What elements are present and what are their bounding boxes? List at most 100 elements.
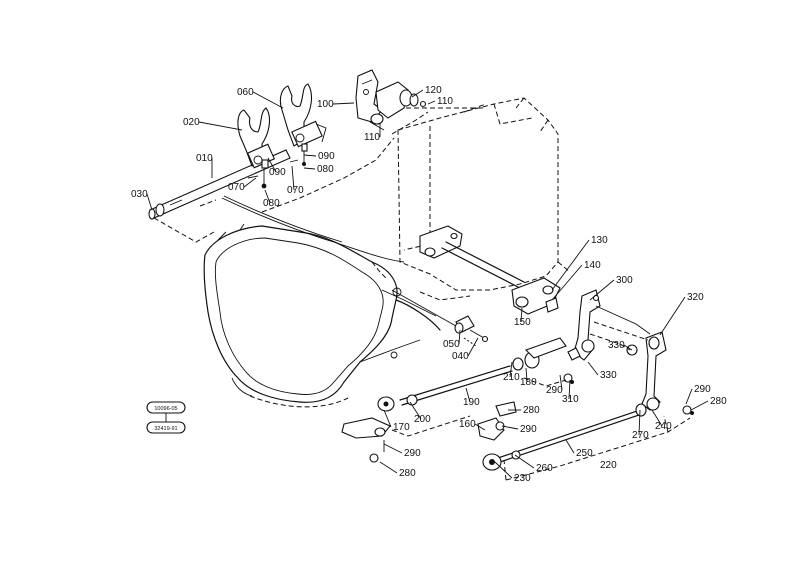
rod-ends [341,394,521,471]
part-label-p080b: 080 [317,164,334,175]
leader-p140 [551,264,583,301]
part-label-p100: 100 [317,99,334,110]
part-label-p160: 160 [459,419,476,430]
leader-p110a [427,100,436,105]
leader-p280c [379,461,398,474]
part-label-p040: 040 [452,351,469,362]
leader-p070b [291,165,295,191]
part-label-p210: 210 [503,372,520,383]
leader-p040 [467,337,479,357]
leader-p050 [458,329,461,345]
leader-p120 [411,89,424,98]
part-label-p020: 020 [183,117,200,128]
leader-p030 [146,193,153,211]
part-label-p280c: 280 [399,468,416,479]
part-label-p280b: 280 [710,396,727,407]
part-label-p290d: 290 [404,448,421,459]
part-label-p050: 050 [443,339,460,350]
part-label-p290b: 290 [520,424,537,435]
part-label-p180: 180 [520,377,537,388]
leader-p080a [264,189,271,204]
leader-p260 [514,454,535,469]
leader-p290a [559,374,563,391]
part-label-p090a: 090 [269,167,286,178]
part-label-p070a: 070 [228,182,245,193]
part-label-p290c: 290 [694,384,711,395]
leader-p280b [690,400,709,411]
part-label-p280a: 280 [523,405,540,416]
leader-p290c [685,388,693,405]
leader-p290d [383,443,403,454]
leader-p330b [587,361,599,376]
leader-p130 [551,239,590,291]
part-label-p240: 240 [655,421,672,432]
leader-p240 [651,409,663,427]
part-label-p080a: 080 [263,198,280,209]
part-label-p140: 140 [584,260,601,271]
part-label-p030: 030 [131,189,148,200]
part-label-p320: 320 [687,292,704,303]
leader-p080b [303,167,316,170]
badge-1-text: 10096-05 [154,406,177,412]
part-label-p230: 230 [514,473,531,484]
shift-rod-assembly [148,83,327,220]
leader-p020 [198,121,243,131]
part-label-p200: 200 [414,414,431,425]
leader-p320 [659,296,686,336]
part-label-p130: 130 [591,235,608,246]
part-label-p090b: 090 [318,151,335,162]
part-label-p110a: 110 [437,96,453,107]
lower-rod-250 [497,403,694,463]
leader-p210 [509,361,513,378]
part-label-p070b: 070 [287,185,304,196]
shift-lever-bracket [355,69,427,131]
part-label-p120: 120 [425,85,442,96]
leader-p170 [383,409,392,428]
leader-p180 [525,367,528,383]
part-label-p010: 010 [196,153,213,164]
assembly-groupings [153,107,691,481]
pin-and-spring-set [247,143,308,189]
linkage-plates [391,225,561,343]
leader-p310 [568,379,571,400]
reference-badges: 10096-05 32419-91 [146,401,186,434]
part-label-p060: 060 [237,87,254,98]
leader-p200 [409,401,422,420]
leader-p150 [520,307,523,323]
leader-lines [146,89,709,479]
part-label-p170: 170 [393,422,410,433]
part-label-p300: 300 [616,275,633,286]
leader-p290b [501,425,519,430]
badge-2-text: 32419-91 [154,426,177,432]
part-label-p330b: 330 [600,370,617,381]
badge-32419 [146,421,186,434]
leader-p230 [494,461,513,479]
leader-p090a [267,157,277,173]
leader-p090b [303,154,317,157]
part-label-p150: 150 [514,317,531,328]
part-label-p260: 260 [536,463,553,474]
leader-p270 [638,409,641,436]
part-label-p250: 250 [576,448,593,459]
part-label-p310: 310 [562,394,579,405]
part-label-p270: 270 [632,430,649,441]
part-label-p110b: 110 [364,132,380,143]
arm-320 [626,331,667,411]
leader-p300 [589,279,615,301]
bellcrank-300 [567,289,651,361]
leader-p070a [243,177,257,188]
part-label-p330a: 330 [608,340,625,351]
leader-p060 [252,91,284,109]
leader-p190 [465,387,471,403]
part-label-p190: 190 [463,397,480,408]
part-label-p290a: 290 [546,385,563,396]
gear-case [221,97,571,301]
leader-p330a [623,344,633,351]
leader-p160 [474,423,486,431]
leader-p100 [332,102,355,105]
transmission-housing [203,223,441,408]
part-label-p220: 220 [600,460,617,471]
